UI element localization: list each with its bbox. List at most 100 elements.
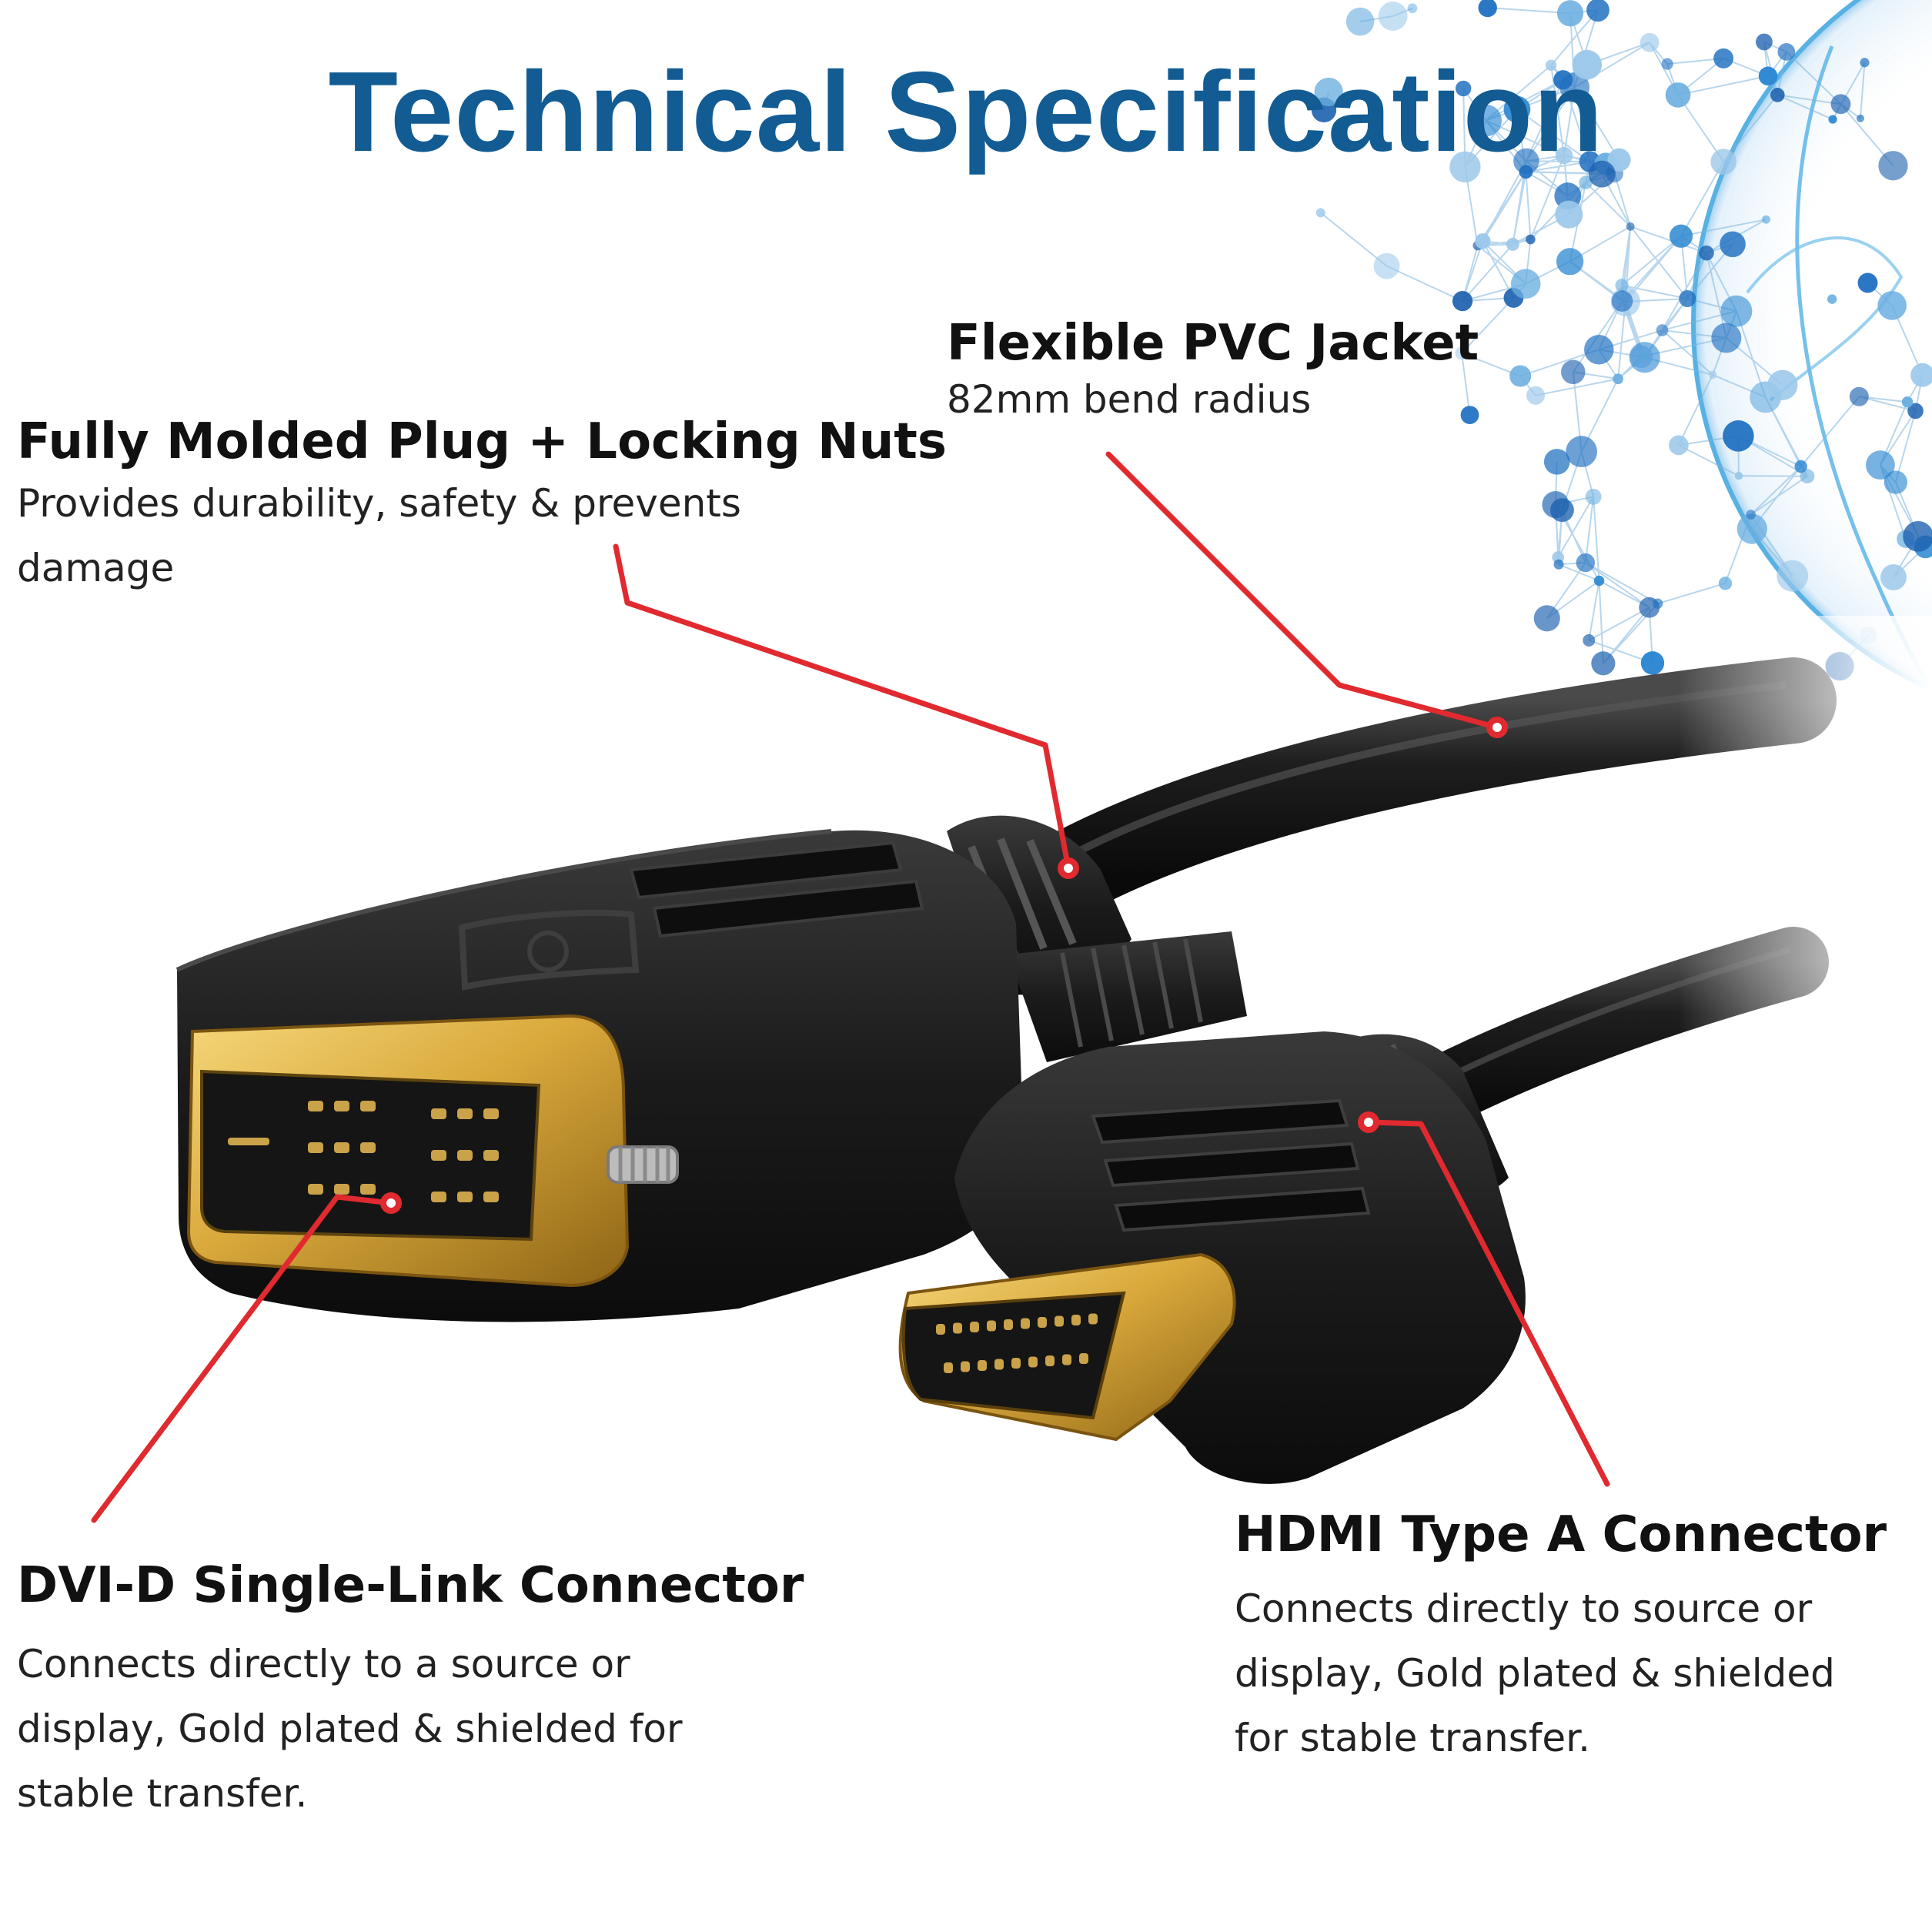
callout-flexible-pvc-jacket: Flexible PVC Jacket 82mm bend radius (947, 315, 1479, 426)
leader-jacket-dot (1486, 717, 1508, 738)
callout-heading: Flexible PVC Jacket (947, 315, 1479, 372)
network-link (1629, 226, 1707, 254)
hdmi-pin (970, 1322, 979, 1332)
network-link (1777, 94, 1833, 120)
network-node (1761, 215, 1770, 224)
dvi-thumbscrew (607, 1145, 679, 1184)
network-link (1750, 475, 1808, 516)
network-node (1585, 489, 1602, 505)
network-link (1894, 410, 1917, 483)
network-node (1584, 335, 1614, 365)
network-node (1556, 248, 1584, 276)
network-node (1583, 633, 1596, 647)
network-node (1561, 359, 1586, 385)
network-node (1884, 470, 1908, 494)
network-node (1629, 342, 1660, 373)
network-node (1713, 48, 1734, 69)
dvi-pin (334, 1101, 349, 1111)
network-node (1626, 222, 1635, 231)
network-node (1903, 521, 1932, 552)
network-node (1556, 0, 1584, 27)
network-node (1758, 66, 1778, 86)
hdmi-pin (1045, 1355, 1055, 1366)
hdmi-pin (1028, 1356, 1038, 1368)
network-link (1525, 172, 1532, 240)
hdmi-pin (936, 1324, 945, 1335)
network-link (1558, 563, 1599, 582)
network-node (1513, 148, 1539, 175)
network-node (1593, 575, 1605, 587)
network-link (1557, 496, 1595, 558)
callout-heading: Fully Molded Plug + Locking Nuts (17, 413, 947, 470)
network-node (1449, 151, 1481, 182)
network-node (1510, 269, 1541, 299)
network-node (1576, 553, 1596, 573)
network-node (1866, 450, 1895, 480)
network-link (1859, 396, 1916, 412)
network-node (1455, 346, 1469, 360)
network-link (1550, 65, 1566, 156)
callout-body: Provides durability, safety & prevents d… (17, 480, 741, 590)
hdmi-pin (1004, 1319, 1013, 1330)
leader-hdmi-dot (1358, 1111, 1379, 1133)
network-link (1750, 466, 1802, 516)
network-link (1512, 172, 1527, 245)
network-link (1786, 51, 1842, 105)
network-node (1880, 563, 1907, 590)
network-link (1678, 444, 1740, 477)
network-link (1657, 582, 1726, 605)
hdmi-pin (1011, 1358, 1021, 1369)
network-node (1579, 175, 1593, 189)
network-node (1613, 373, 1623, 385)
network-node (1877, 291, 1907, 320)
network-node (1710, 149, 1737, 175)
network-node (1800, 469, 1815, 484)
hdmi-pin (1071, 1315, 1081, 1325)
network-link (1462, 243, 1514, 302)
leader-lines (91, 451, 1610, 1523)
network-link (1516, 109, 1591, 162)
network-node (1615, 279, 1629, 292)
globe-network-graphic (1311, 0, 1932, 698)
network-node (1591, 651, 1616, 676)
dvi-pin (457, 1108, 473, 1119)
callout-body: Connects directly to a source or display… (17, 1641, 683, 1816)
dvi-pin (431, 1150, 446, 1161)
hdmi-pin (1062, 1354, 1071, 1365)
callout-molded-plug: Fully Molded Plug + Locking Nuts Provide… (17, 413, 947, 600)
network-node (1653, 598, 1663, 609)
dvi-flat-blade (228, 1138, 269, 1145)
hdmi-pin (1088, 1313, 1098, 1325)
network-link (1859, 62, 1866, 119)
network-node (1860, 58, 1870, 68)
dvi-pin (308, 1142, 323, 1153)
hdmi-pin (1079, 1353, 1088, 1364)
network-node (1555, 200, 1583, 229)
network-node (1718, 577, 1733, 590)
network-node (1665, 82, 1691, 108)
hdmi-pin (987, 1320, 996, 1332)
network-link (1777, 94, 1841, 105)
network-node (1345, 7, 1375, 36)
network-link (1482, 171, 1527, 242)
dvi-pin (360, 1184, 376, 1195)
network-link (1621, 284, 1688, 299)
network-link (1482, 160, 1527, 242)
dvi-pin (308, 1101, 323, 1111)
network-node (1830, 94, 1851, 115)
network-node (1708, 370, 1717, 379)
network-link (1585, 562, 1659, 605)
network-link (1535, 378, 1619, 396)
leader-jacket (1105, 451, 1500, 730)
hdmi-pin (978, 1360, 987, 1371)
network-node (1572, 49, 1603, 80)
network-node (1640, 651, 1665, 675)
network-link (1526, 161, 1590, 173)
callout-body: 82mm bend radius (947, 376, 1312, 422)
callout-heading: HDMI Type A Connector (1235, 1506, 1887, 1563)
network-node (1478, 0, 1497, 18)
network-link (1585, 182, 1631, 228)
network-link (1661, 329, 1713, 376)
network-node (1770, 88, 1785, 102)
